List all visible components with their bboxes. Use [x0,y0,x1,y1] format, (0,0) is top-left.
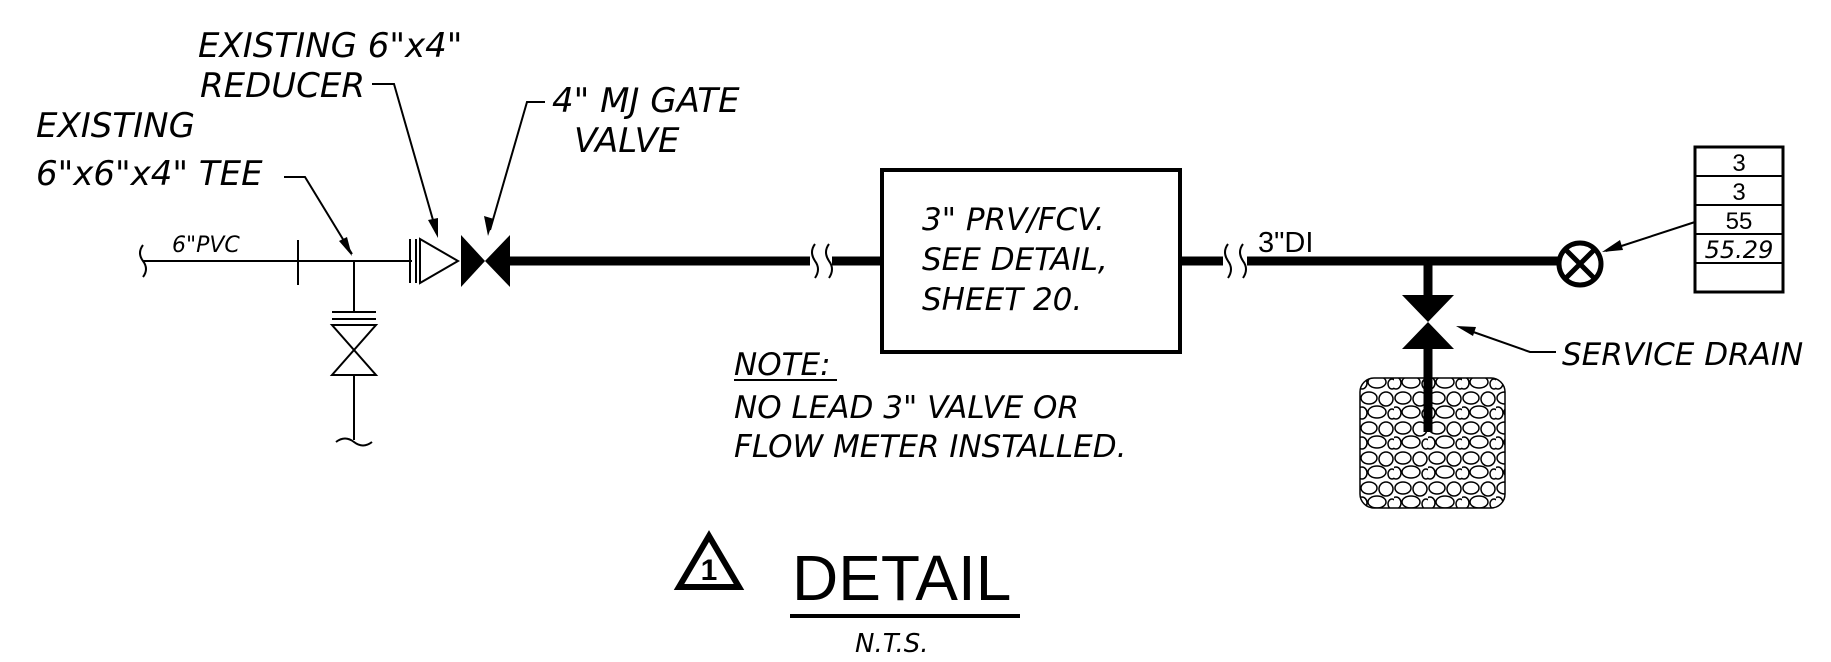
revision-triangle-icon [673,530,745,590]
pvc-size-label: 6"PVC [172,233,240,258]
reducer-label-line1: EXISTING 6"x4" [198,26,462,66]
service-drain-label: SERVICE DRAIN [1562,337,1803,373]
service-drain [1359,261,1506,509]
title-text: DETAIL [792,542,1011,614]
di-line: 3"DI [1180,227,1560,279]
line-to-prv [508,243,882,279]
gate-valve-label-line1: 4" MJ GATE [552,81,740,121]
note-line-2: FLOW METER INSTALLED. [734,429,1126,465]
detail-title: 1 DETAIL N.T.S. [673,530,1020,659]
prv-label-line3: SHEET 20. [922,282,1082,318]
tag-cell-3: 55 [1726,208,1753,235]
existing-tee [329,261,379,447]
di-size-label: 3"DI [1258,227,1313,259]
gate-valve-label-line2: VALVE [574,121,680,161]
prv-label-line1: 3" PRV/FCV. [922,202,1105,238]
note-heading: NOTE: [734,347,831,383]
revision-number: 1 [701,554,718,587]
scale-label: N.T.S. [855,629,929,659]
leader-lines [284,83,1696,353]
reducer-fitting [409,237,460,285]
reducer-label-line2: REDUCER [200,66,365,106]
callouts: EXISTING 6"x6"x4" TEE EXISTING 6"x4" RED… [36,26,1803,373]
note-block: NOTE: NO LEAD 3" VALVE OR FLOW METER INS… [734,347,1126,465]
tag-table: 3 3 55 55.29 [1693,145,1785,294]
tee-label-line1: EXISTING [36,106,195,146]
tag-cell-4: 55.29 [1705,236,1774,264]
gate-valve-symbol [461,235,510,287]
prv-fcv-box: 3" PRV/FCV. SEE DETAIL, SHEET 20. [880,168,1182,354]
tee-label-line2: 6"x6"x4" TEE [36,154,263,194]
tag-cell-1: 3 [1732,150,1745,177]
pvc-main-line: 6"PVC [139,233,412,285]
prv-label-line2: SEE DETAIL, [922,242,1108,278]
note-line-1: NO LEAD 3" VALVE OR [734,390,1079,426]
end-cap-x-icon [1556,240,1604,288]
tag-cell-2: 3 [1732,179,1745,206]
